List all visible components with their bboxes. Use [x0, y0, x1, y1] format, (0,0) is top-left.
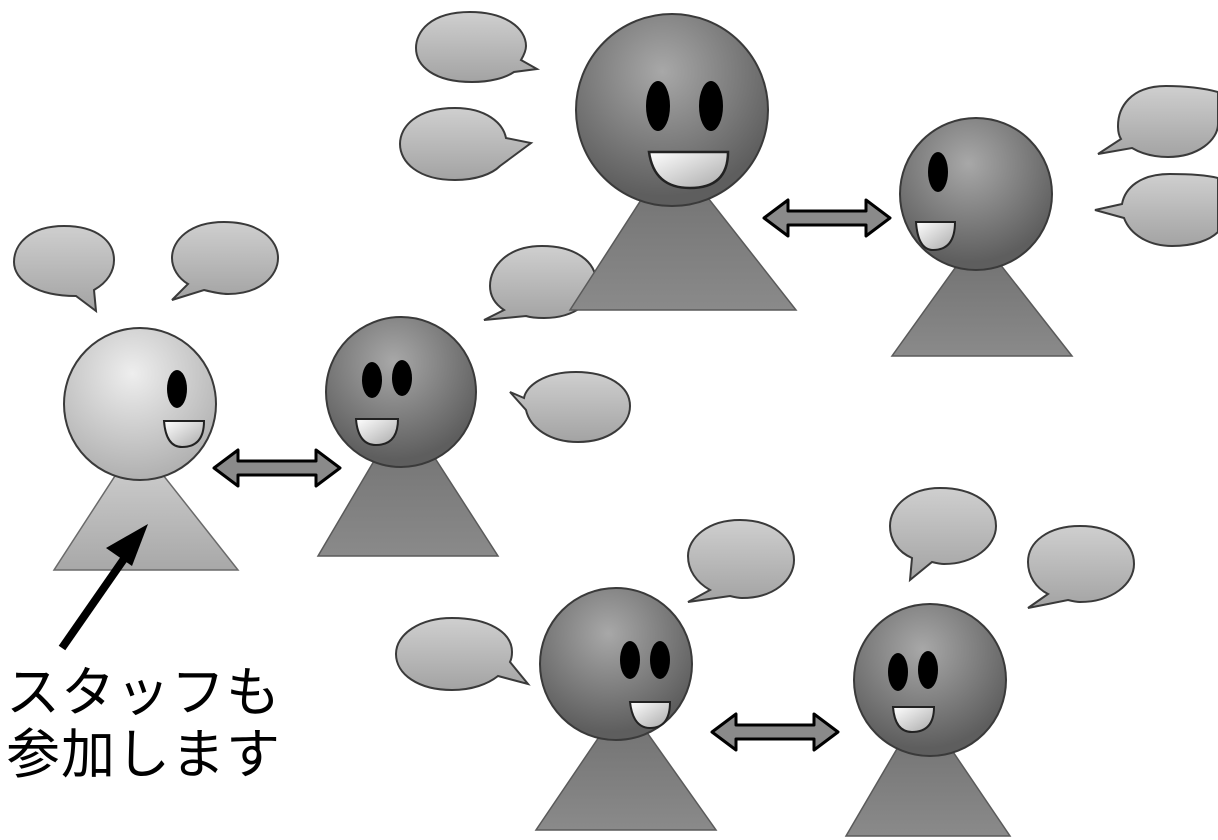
speech-bubble-icon	[1094, 172, 1218, 248]
person-mouth	[354, 418, 400, 447]
participant-person	[568, 13, 798, 311]
person-eye	[918, 651, 938, 689]
person-eye	[699, 81, 723, 131]
speech-bubble-icon	[509, 370, 632, 444]
person-mouth	[628, 701, 672, 730]
participant-person	[890, 117, 1074, 357]
speech-bubble-icon	[414, 10, 541, 84]
double-arrow-icon	[710, 712, 840, 752]
person-mouth	[647, 150, 730, 190]
person-head	[899, 117, 1053, 271]
person-mouth	[162, 420, 206, 449]
speech-bubble-icon	[1026, 524, 1136, 609]
person-eye	[620, 641, 640, 679]
person-eye	[392, 360, 412, 396]
staff-person	[52, 327, 240, 571]
speech-bubble-icon	[12, 224, 116, 314]
double-arrows	[212, 198, 892, 752]
pointer-arrow-icon	[58, 524, 148, 651]
speech-bubble-icon	[888, 486, 998, 583]
participant-person	[844, 603, 1012, 837]
person-body	[890, 234, 1074, 357]
person-body	[534, 698, 718, 831]
person-body	[844, 704, 1012, 837]
person-eye	[650, 641, 670, 679]
speech-bubble-icon	[394, 616, 531, 692]
person-eye	[928, 152, 948, 192]
double-arrow-icon	[212, 448, 342, 488]
person-body	[568, 150, 798, 311]
person-body	[316, 408, 500, 557]
person-head	[63, 327, 217, 481]
staff-caption: スタッフも 参加します	[6, 662, 286, 786]
person-body	[52, 440, 240, 571]
caption-line-2: 参加します	[6, 723, 281, 786]
participant-person	[316, 316, 500, 557]
caption-line-1: スタッフも	[6, 661, 281, 724]
person-eye	[888, 653, 908, 691]
double-arrow-icon	[762, 198, 892, 238]
person-eye	[362, 362, 382, 398]
speech-bubble-icon	[1097, 84, 1218, 159]
participant-person	[534, 587, 718, 831]
person-eye	[167, 370, 187, 408]
speech-bubble-icon	[686, 518, 796, 603]
speech-bubbles	[12, 10, 1218, 692]
speech-bubble-icon	[398, 106, 534, 182]
person-mouth	[914, 221, 957, 252]
speech-bubble-icon	[170, 220, 280, 301]
person-mouth	[891, 706, 936, 734]
person-eye	[646, 81, 670, 131]
